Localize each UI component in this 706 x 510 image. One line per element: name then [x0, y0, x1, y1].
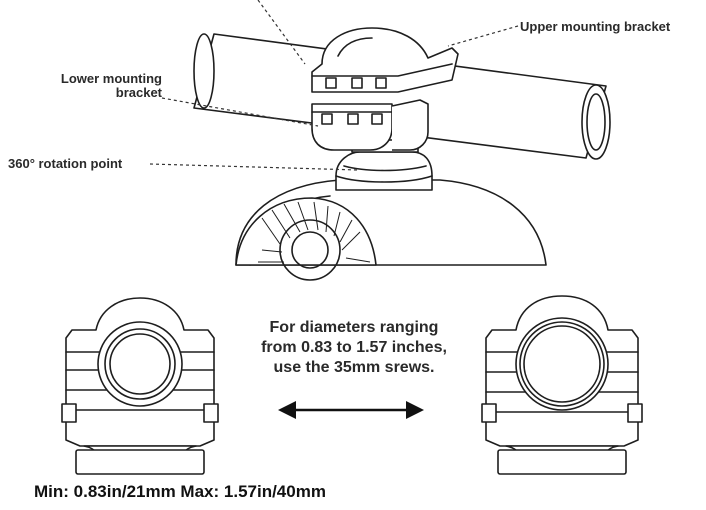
- diameter-info-line3: use the 35mm srews.: [273, 359, 435, 376]
- leader-lower-bracket: [161, 97, 319, 127]
- lower-bracket-shape: [311, 99, 429, 151]
- double-arrow-icon: [278, 401, 424, 419]
- rotation-point-label: 360° rotation point: [8, 156, 123, 171]
- diameter-info-line2: from 0.83 to 1.57 inches,: [261, 339, 447, 356]
- lower-bracket-label-line2: bracket: [115, 85, 162, 100]
- bracket-min-diameter: [61, 297, 219, 475]
- leader-rotation: [149, 163, 359, 171]
- upper-bracket-shape: [311, 27, 459, 93]
- speaker-grille: [235, 197, 377, 281]
- leader-top: [257, 0, 306, 65]
- lower-bracket-label-line1: Lower mounting: [60, 71, 162, 86]
- upper-bracket-label: Upper mounting bracket: [520, 19, 671, 34]
- handlebar-tube: [193, 33, 611, 160]
- diameter-info: For diameters ranging from 0.83 to 1.57 …: [238, 318, 470, 378]
- diameter-info-line1: For diameters ranging: [269, 319, 439, 336]
- bracket-max-diameter: [481, 295, 643, 475]
- diameter-range-caption: Min: 0.83in/21mm Max: 1.57in/40mm: [34, 482, 326, 501]
- leader-upper-bracket: [447, 25, 519, 47]
